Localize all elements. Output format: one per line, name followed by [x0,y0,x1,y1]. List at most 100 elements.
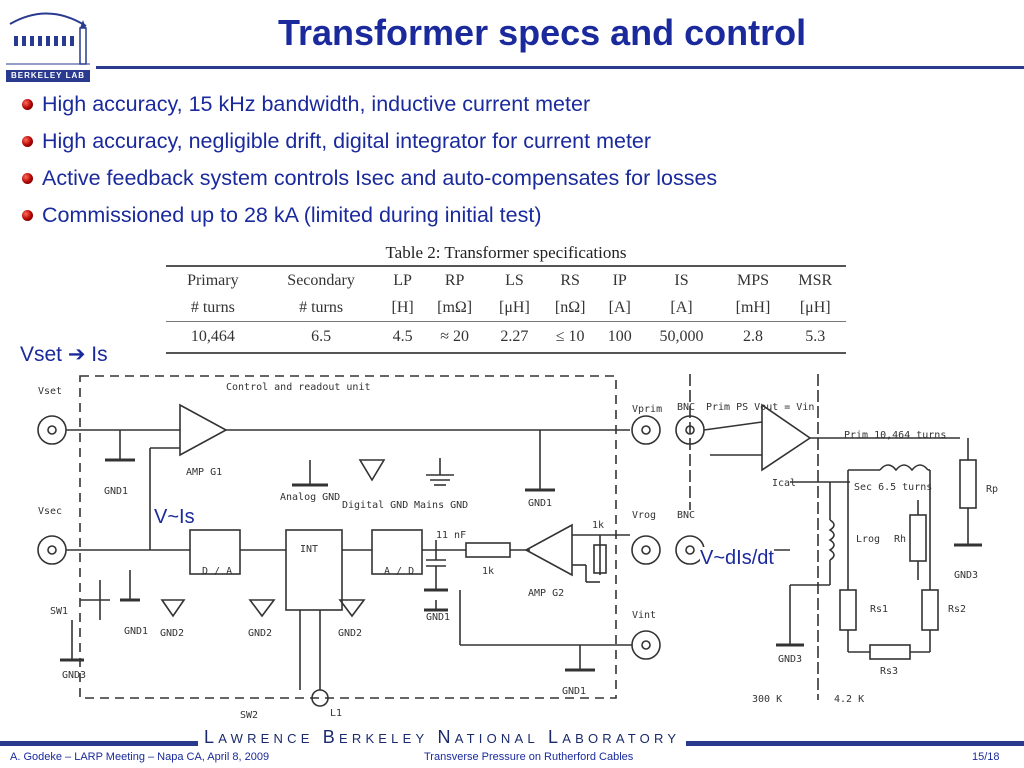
capacitor-label: 11 nF [436,530,466,541]
prim-ps-label: Prim PS Vout = Vin [706,402,814,413]
temperature-4k-label: 4.2 K [834,694,864,705]
table-cell: 2.27 [486,321,543,354]
gnd3-label: GND3 [778,654,802,665]
bullet-item: High accuracy, 15 kHz bandwidth, inducti… [22,86,717,123]
table-cell: [μH] [499,298,530,316]
vset-is-annotation: Vset ➔ Is [20,342,108,367]
da-block-label: D / A [202,566,232,577]
table-cell: ≤ 10 [542,321,598,354]
bullet-icon [22,136,33,147]
table-units-row: # turns # turns [H] [mΩ] [μH] [nΩ] [A] [… [166,294,846,322]
bnc-label: BNC [677,402,695,413]
table-cell: 6.5 [259,321,383,354]
table-header-row: Primary Secondary LP RP LS RS IP IS MPS … [166,265,846,294]
rs2-label: Rs2 [948,604,966,615]
analog-gnd-label: Analog GND [280,492,340,503]
berkeley-lab-logo: BERKELEY LAB [6,6,90,82]
vsec-connector-label: Vsec [38,506,62,517]
table-cell: [nΩ] [554,298,586,316]
table-cell: [H] [391,298,414,316]
lrog-label: Lrog [856,534,880,545]
table-cell: IP [597,265,642,294]
v-is-annotation: V~Is [154,506,195,529]
logo-graphic [6,12,90,65]
mains-gnd-label: Mains GND [414,500,468,511]
control-unit-box [79,375,617,699]
bullet-icon [22,99,33,110]
page-number: 15/18 [972,751,1000,763]
vset-connector-label: Vset [38,386,62,397]
table-cell: # turns [299,298,344,316]
table-cell: [μH] [799,298,831,316]
sec-turns-label: Sec 6.5 turns [854,482,932,493]
vrog-connector-label: Vrog [632,510,656,521]
title-divider [96,66,1024,69]
table-cell: ≈ 20 [422,321,487,354]
rs1-label: Rs1 [870,604,888,615]
footer-author: A. Godeke – LARP Meeting – Napa CA, Apri… [10,751,270,763]
table-caption: Table 2: Transformer specifications [385,243,627,262]
gnd1-label: GND1 [104,486,128,497]
table-cell: [mH] [735,298,771,316]
control-unit-label: Control and readout unit [226,382,371,393]
vprim-connector-label: Vprim [632,404,662,415]
prim-turns-label: Prim 10,464 turns [844,430,946,441]
sw1-label: SW1 [50,606,68,617]
bullet-text: Commissioned up to 28 kA (limited during… [42,203,542,227]
bullet-icon [22,210,33,221]
table-cell: 5.3 [784,321,846,354]
spec-table-area: Table 2: Transformer specifications Prim… [166,243,846,354]
ad-block-label: A / D [384,566,414,577]
rs3-label: Rs3 [880,666,898,677]
resistor-label: 1k [482,566,494,577]
table-cell: RS [542,265,598,294]
bullet-item: High accuracy, negligible drift, digital… [22,123,717,160]
table-value-row: 10,464 6.5 4.5 ≈ 20 2.27 ≤ 10 100 50,000… [166,321,846,354]
l1-label: L1 [330,708,342,719]
resistor-label: 1k [592,520,604,531]
control-circuit-diagram: Control and readout unit Vset Vsec Vprim… [37,374,998,721]
bullet-icon [22,173,33,184]
table-cell: IS [641,265,722,294]
ical-label: Ical [772,478,796,489]
gnd2-label: GND2 [248,628,272,639]
table-cell: Secondary [259,265,383,294]
gnd1-label: GND1 [562,686,586,697]
table-cell: [mΩ] [437,298,473,316]
gnd1-label: GND1 [124,626,148,637]
gnd2-label: GND2 [338,628,362,639]
rh-label: Rh [894,534,906,545]
sw2-label: SW2 [240,710,258,721]
gnd3-label: GND3 [954,570,978,581]
table-cell: # turns [190,298,235,316]
table-cell: MPS [721,265,785,294]
table-cell: 4.5 [382,321,423,354]
bullet-text: High accuracy, negligible drift, digital… [42,129,652,153]
v-dis-dt-annotation: V~dIs/dt [700,547,774,570]
bnc-label: BNC [677,510,695,521]
logo-text: BERKELEY LAB [6,70,90,82]
table-cell: 10,464 [166,321,260,354]
digital-gnd-label: Digital GND [342,500,408,511]
bullet-text: High accuracy, 15 kHz bandwidth, inducti… [42,92,591,116]
page-title: Transformer specs and control [278,12,807,53]
table-cell: [A] [608,298,631,316]
gnd1-label: GND1 [528,498,552,509]
table-cell: Primary [166,265,260,294]
table-cell: 2.8 [721,321,785,354]
rp-label: Rp [986,484,998,495]
table-cell: MSR [784,265,846,294]
table-cell: LP [382,265,423,294]
amp-g1-label: AMP G1 [186,467,222,478]
vint-connector-label: Vint [632,610,656,621]
spec-table: Primary Secondary LP RP LS RS IP IS MPS … [166,265,846,354]
table-cell: [A] [670,298,693,316]
gnd1-label: GND1 [426,612,450,623]
table-cell: 50,000 [641,321,722,354]
bullet-item: Commissioned up to 28 kA (limited during… [22,197,717,234]
table-cell: RP [422,265,487,294]
bullet-item: Active feedback system controls Isec and… [22,160,717,197]
table-cell: 100 [597,321,642,354]
bullet-text: Active feedback system controls Isec and… [42,166,718,190]
lab-name: Lawrence Berkeley National Laboratory [198,727,687,748]
